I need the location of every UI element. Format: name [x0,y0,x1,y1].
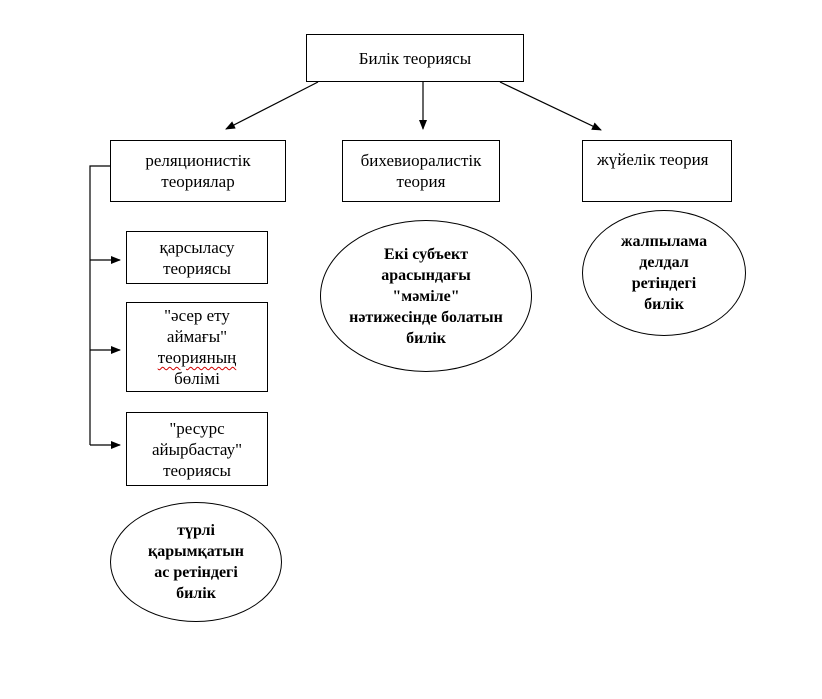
relational-bracket-line [89,165,110,445]
definition-systemic: жалпылама делдал ретіндегі билік [582,210,746,336]
subtype-influence-zone-misspelled: теорияның [157,348,237,367]
subtype-opposition: қарсыласу теориясы [126,231,268,284]
subtype-opposition-label: қарсыласу теориясы [159,237,235,278]
definition-behavioral-text: Екі субъект арасындағы "мәміле" нәтижесі… [349,245,503,347]
root-label: Билік теориясы [358,48,472,68]
subtype-influence-zone: "әсер ету аймағы" теорияның бөлімі [126,302,268,392]
category-relational: реляционистік теориялар [110,140,286,202]
definition-behavioral: Екі субъект арасындағы "мәміле" нәтижесі… [320,220,532,372]
category-systemic: жүйелік теория [582,140,732,202]
definition-relational: түрлі қарымқатын ас ретіндегі билік [110,502,282,622]
definition-relational-text: түрлі қарымқатын ас ретіндегі билік [148,522,244,602]
subtype-resource-exchange: "ресурс айырбастау" теориясы [126,412,268,486]
arrow-to-relational [225,81,319,130]
category-behavioral: бихевиоралистік теория [342,140,500,202]
definition-systemic-text: жалпылама делдал ретіндегі билік [620,233,708,313]
arrow-to-systemic [499,81,602,131]
category-relational-label: реляционистік теориялар [145,151,251,191]
category-systemic-label: жүйелік теория [597,150,709,169]
category-behavioral-label: бихевиоралистік теория [360,151,482,191]
subtype-resource-exchange-label: "ресурс айырбастау" теориясы [151,418,243,480]
subtype-influence-zone-line1: "әсер ету аймағы" [164,306,230,346]
root-node: Билік теориясы [306,34,524,82]
subtype-influence-zone-line3: бөлімі [174,369,220,388]
